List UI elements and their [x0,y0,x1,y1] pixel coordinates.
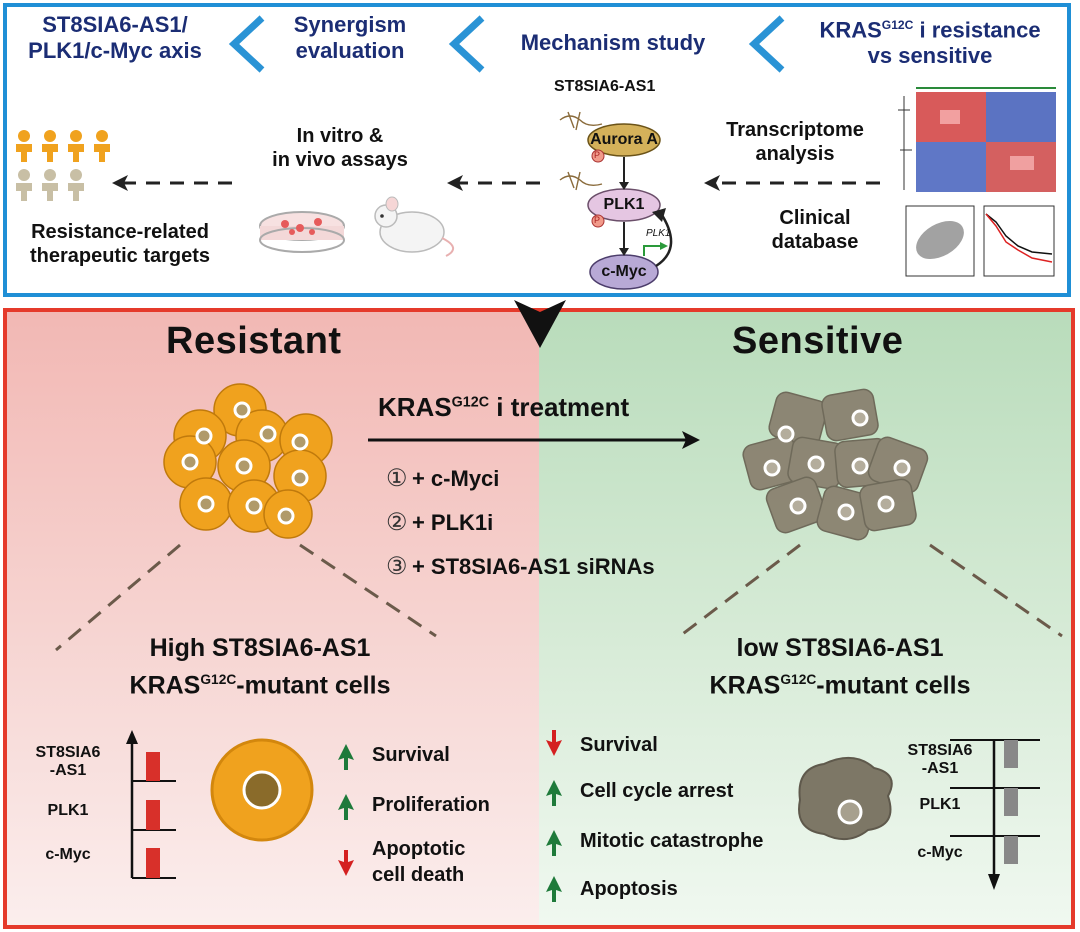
plk1-gene-label: PLK1 [646,228,671,239]
bar-cmyc [146,848,160,878]
bar-plk1 [146,800,160,830]
arrow-left-icon [447,175,463,191]
assays-label: In vitro &in vivo assays [272,125,408,171]
chevron-left-icon [737,16,770,72]
phospho-icon [591,214,605,228]
phospho-icon [591,149,605,163]
combo-number: ③ [386,553,408,580]
step-mechanism: Mechanism study [520,30,706,55]
phospho-label: P [594,215,601,225]
workflow-panel [3,3,1071,297]
gene-label-plk1: PLK1 [919,796,961,813]
left-effect-arrows [338,744,354,876]
chevron-left-icon [748,15,785,73]
step-axis: ST8SIA6-AS1/PLK1/c-Myc axis [28,12,202,63]
mouse-icon [374,196,454,257]
effect-cell-cycle-arrest: Cell cycle arrest [580,780,734,802]
right-cell-heading: low ST8SIA6-AS1 KRASG12C-mutant cells [709,634,971,700]
effect-survival: Survival [580,734,658,756]
gene-label-cmyc: c-Myc [45,846,91,863]
pathway-lncrna-label: ST8SIA6-AS1 [554,78,656,95]
aurora-label: Aurora A [590,131,658,148]
sensitive-nuclei [763,409,911,521]
people-gray-icons [16,169,84,201]
heatmap-image [898,87,1056,192]
bar-plk1 [1004,788,1018,816]
survival-curve-image [983,205,1055,277]
sensitive-cell-cluster [742,388,929,541]
chevron-left-icon [228,15,265,73]
arrow-right-icon [682,431,700,449]
bottom-graphics [55,383,1063,902]
arrow-down-icon [514,300,566,348]
chevron-left-icon [217,16,250,72]
gene-label-plk1: PLK1 [47,802,89,819]
arrow-down-icon [988,874,1000,890]
arrow-heads [112,175,720,191]
flow-arrow [514,300,566,348]
bar-cmyc [1004,836,1018,864]
gene-label-st8sia6: ST8SIA6-AS1 [907,742,973,777]
combo-number: ① [386,465,408,492]
combo-list: ① + c-Myci ② + PLK1i ③ + ST8SIA6-AS1 siR… [386,464,655,596]
scatter-plot-image [905,205,975,277]
effect-apoptosis: Apoptosis [580,878,678,900]
left-cell-heading: High ST8SIA6-AS1 KRASG12C-mutant cells [129,634,391,700]
chevron-icons [217,15,785,73]
step-resistance: KRASG12C i resistance vs sensitive [819,17,1041,69]
bar-st8sia6 [146,752,160,781]
cmyc-label: c-Myc [601,263,647,280]
combo-item: + c-Myci [411,466,500,491]
sensitive-title: Sensitive [732,320,904,362]
combo-number: ② [386,509,408,536]
gene-label-st8sia6: ST8SIA6-AS1 [35,744,101,779]
plk1-label: PLK1 [603,196,645,213]
chevron-left-icon [437,16,470,72]
bar-st8sia6 [1004,740,1018,768]
right-effect-arrows [546,730,562,902]
sensitive-cell-icon [798,757,893,841]
phospho-label: P [594,150,601,160]
people-icons [16,130,110,162]
arrow-left-icon [112,175,128,191]
treatment-label: KRASG12C i treatment [378,392,630,422]
right-expression-chart [950,739,1040,890]
resistant-title: Resistant [166,320,342,362]
combo-item: + ST8SIA6-AS1 siRNAs [411,554,655,579]
arrow-up-icon [126,730,138,744]
chevron-left-icon [448,15,485,73]
top-graphics [16,15,1056,290]
arrow-left-icon [704,175,720,191]
combo-item: + PLK1i [411,510,494,535]
pathway-diagram [559,111,673,290]
effect-survival: Survival [372,744,450,766]
aurora-node [587,123,661,157]
effect-proliferation: Proliferation [372,794,490,816]
effect-mitotic-catastrophe: Mitotic catastrophe [580,830,764,852]
gene-label-cmyc: c-Myc [917,844,963,861]
lncrna-icon [559,111,603,191]
resistant-nuclei [181,401,309,525]
petri-dish-icon [259,211,345,253]
left-expression-chart [126,730,176,879]
resistant-cell-icon [210,738,314,842]
zoom-lines [55,543,1063,652]
